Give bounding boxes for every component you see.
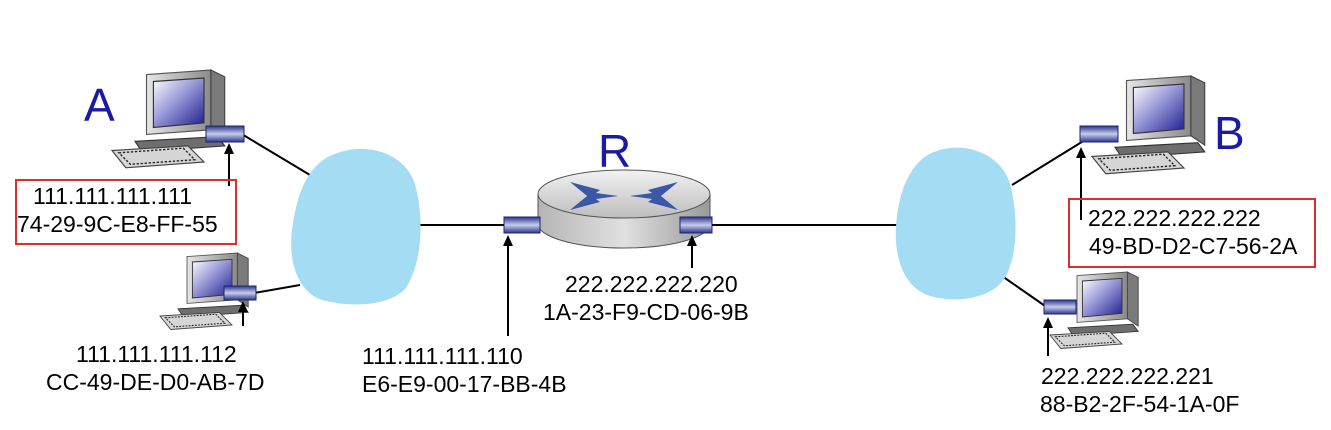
host-a-address: 111.111.111.111 74-29-9C-E8-FF-55 — [17, 182, 218, 238]
link-host112-lan1 — [253, 284, 301, 294]
mac-address: 1A-23-F9-CD-06-9B — [543, 299, 749, 325]
host-b-name: B — [1214, 107, 1245, 159]
links — [239, 132, 1086, 309]
host-b-address: 222.222.222.222 49-BD-D2-C7-56-2A — [1088, 204, 1297, 260]
ip-address: 222.222.222.221 — [1041, 363, 1214, 389]
router-name: R — [598, 125, 632, 177]
ip-address: 222.222.222.222 — [1088, 205, 1261, 231]
mac-address: 49-BD-D2-C7-56-2A — [1089, 233, 1298, 259]
router-left-address: 111.111.111.110 E6-E9-00-17-BB-4B — [362, 342, 567, 398]
adapter-icon — [205, 125, 1119, 315]
ip-address: 111.111.111.112 — [76, 341, 237, 367]
pointer-arrows — [224, 143, 1086, 356]
computer-icon — [111, 69, 226, 169]
link-a-lan1 — [239, 132, 311, 176]
router-icon — [537, 169, 711, 249]
ip-address: 111.111.111.110 — [362, 343, 523, 369]
mac-address: CC-49-DE-D0-AB-7D — [46, 369, 265, 395]
ip-address: 222.222.222.220 — [565, 271, 738, 297]
computer-icon — [1091, 75, 1206, 175]
highlight-box-a — [15, 179, 237, 245]
router-right-address: 222.222.222.220 1A-23-F9-CD-06-9B — [543, 270, 749, 326]
link-lan2-b — [1011, 139, 1086, 186]
highlight-box-b — [1068, 198, 1316, 268]
host-a-name: A — [84, 79, 115, 131]
mac-address: E6-E9-00-17-BB-4B — [362, 371, 567, 397]
mac-address: 88-B2-2F-54-1A-0F — [1040, 391, 1240, 417]
lan2-host2-address: 222.222.222.221 88-B2-2F-54-1A-0F — [1040, 362, 1239, 418]
lan1-host2-address: 111.111.111.112 CC-49-DE-D0-AB-7D — [46, 340, 265, 396]
mac-address: 74-29-9C-E8-FF-55 — [17, 211, 218, 237]
link-lan2-host221 — [1001, 275, 1049, 309]
network-cloud-icon — [291, 148, 421, 305]
network-cloud-icon — [895, 147, 1016, 300]
ip-address: 111.111.111.111 — [33, 183, 193, 209]
